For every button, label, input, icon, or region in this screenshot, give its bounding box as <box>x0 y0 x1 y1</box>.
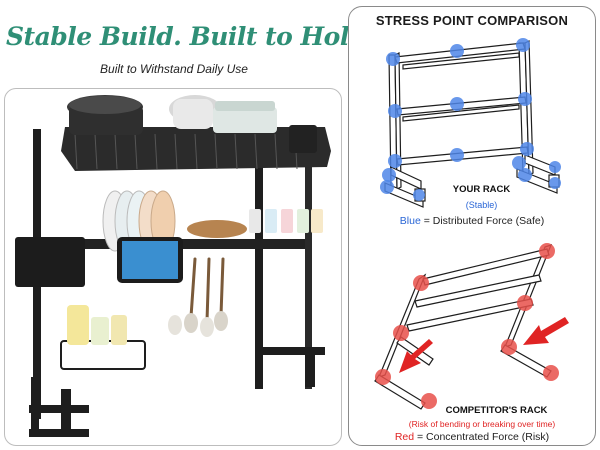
headline: Stable Build. Built to Hold <box>6 22 366 51</box>
safe-legend-text: = Distributed Force (Safe) <box>420 215 545 227</box>
dish-rack-illustration <box>15 95 331 437</box>
risk-legend: Red = Concentrated Force (Risk) <box>349 431 595 443</box>
subheadline: Built to Withstand Daily Use <box>100 62 248 76</box>
your-rack-label: YOUR RACK <box>452 184 511 195</box>
competitor-rack-label: COMPETITOR'S RACK <box>445 405 548 416</box>
safe-legend-keyword: Blue <box>399 215 421 227</box>
force-arrow-icon <box>399 317 569 373</box>
comparison-title: STRESS POINT COMPARISON <box>375 13 569 28</box>
risk-legend-text: = Concentrated Force (Risk) <box>414 431 550 443</box>
product-photo <box>4 88 342 446</box>
your-rack-diagram <box>384 40 560 208</box>
risk-legend-keyword: Red <box>394 431 415 443</box>
safe-legend: Blue = Distributed Force (Safe) <box>349 215 595 227</box>
stress-comparison-panel: STRESS POINT COMPARISON <box>348 6 596 446</box>
stress-point-dot <box>380 38 561 201</box>
stress-point-dot <box>375 243 559 409</box>
rack-diagrams <box>374 38 569 410</box>
your-rack-note: (Stable) <box>465 200 498 210</box>
competitor-rack-note: (Risk of bending or breaking over time) <box>408 419 556 429</box>
